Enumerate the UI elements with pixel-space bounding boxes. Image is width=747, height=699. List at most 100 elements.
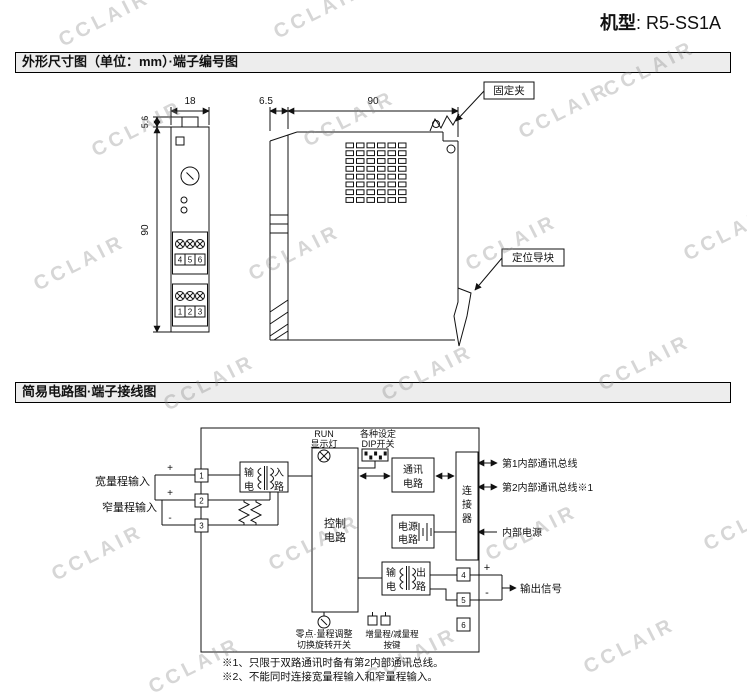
zero-span-rotary-icon	[317, 615, 331, 629]
polarity-sign: +	[484, 562, 490, 574]
front-view-drawing: 4 5 6 1 2 3 18 5.6 90	[140, 96, 210, 333]
guide-callout-label: 定位导块	[512, 251, 554, 264]
resistor-icon	[237, 500, 251, 525]
dip-switch-label: DIP开关	[361, 438, 394, 449]
side-view-drawing: 固定夹 定位导块 6.5 90	[259, 81, 565, 347]
terminal-5	[456, 592, 471, 607]
unit-boundary	[200, 427, 480, 653]
vent-slot	[356, 158, 365, 164]
vent-slot	[398, 197, 407, 203]
terminal-number: 5	[461, 596, 466, 605]
vent-slot	[366, 181, 375, 188]
vent-slot	[366, 165, 375, 172]
vent-slot	[398, 158, 407, 164]
connector-char: 连	[462, 484, 472, 497]
vent-slot	[345, 173, 354, 180]
transformer-icon	[257, 467, 262, 490]
vent-slot	[366, 173, 375, 180]
vent-slot	[366, 142, 375, 149]
vent-slot	[377, 158, 386, 164]
vent-slot	[356, 173, 365, 180]
terminal-4	[456, 567, 471, 582]
vent-slot	[356, 197, 365, 203]
vent-slot	[377, 150, 386, 157]
down-button-icon	[380, 615, 391, 626]
terminal-number: 1	[199, 472, 204, 481]
section-header-circuit: 简易电路图·端子接线图	[15, 382, 731, 403]
dim-front-depth-label: 6.5	[259, 96, 273, 107]
terminal-number: 3	[199, 522, 204, 531]
vent-slot	[356, 181, 365, 188]
vent-slot	[345, 150, 354, 157]
power-circuit-label: 电源	[398, 520, 418, 533]
terminal-number: 5	[188, 256, 193, 265]
terminal-screw-icon	[185, 239, 195, 249]
lower-terminal-block	[172, 283, 208, 327]
vent-slot	[398, 189, 407, 196]
vent-slot	[387, 197, 396, 203]
vent-slot	[377, 142, 386, 149]
vent-grid	[345, 142, 407, 203]
bus2-label: 第2内部通讯总线※1	[502, 481, 594, 494]
up-button-icon	[367, 615, 378, 626]
transformer-icon	[399, 567, 404, 590]
fixing-clip-icon	[429, 113, 460, 132]
narrow-range-input-label: 窄量程输入	[102, 500, 157, 514]
page-title: 机型: R5-SS1A	[600, 9, 721, 35]
guide-callout-box	[501, 248, 565, 267]
vent-slot	[345, 158, 354, 164]
vent-slot	[377, 189, 386, 196]
vent-slot	[387, 173, 396, 180]
section-header-dimensions: 外形尺寸图（单位：mm）·端子编号图	[15, 52, 731, 73]
terminal-number: 4	[461, 571, 466, 580]
clip-callout-box	[483, 81, 535, 100]
section-title: 外形尺寸图（单位：mm）·端子编号图	[22, 54, 238, 69]
vent-slot	[366, 150, 375, 157]
dip-setting-label: 各种设定	[360, 428, 396, 439]
zero-span-label: 零点·量程调整	[296, 628, 353, 639]
terminal-number: 2	[199, 497, 204, 506]
footnote-1: ※1、只限于双路通讯时备有第2内部通讯总线。	[222, 657, 444, 669]
output-circuit-char: 路	[416, 580, 426, 593]
vent-slot	[345, 189, 354, 196]
terminal-number: 3	[198, 308, 203, 317]
vent-slot	[366, 189, 375, 196]
input-circuit-char: 入	[274, 468, 284, 479]
vent-slot	[387, 189, 396, 196]
vent-slot	[387, 158, 396, 164]
terminal-number: 6	[461, 621, 466, 630]
led-window	[175, 136, 185, 146]
vent-slot	[377, 181, 386, 188]
vent-slot	[356, 142, 365, 149]
terminal-1	[194, 468, 209, 483]
polarity-sign: -	[168, 513, 171, 524]
terminal-screw-icon	[195, 291, 205, 301]
input-circuit-char: 路	[274, 480, 284, 493]
terminal-6	[456, 617, 471, 632]
vent-slot	[356, 189, 365, 196]
terminal-screw-icon	[195, 239, 205, 249]
vent-slot	[345, 181, 354, 188]
terminal-screw-icon	[175, 239, 185, 249]
comm-circuit-label: 电路	[403, 477, 423, 490]
wide-range-input-label: 宽量程输入	[95, 474, 150, 488]
updown-range-label: 增量程/减量程	[365, 629, 419, 639]
terminal-screw-icon	[185, 291, 195, 301]
terminal-number: 1	[178, 308, 183, 317]
terminal-number: 6	[198, 256, 203, 265]
vent-slot	[398, 150, 407, 157]
rotary-switch-label: 切换旋转开关	[297, 639, 351, 650]
terminal-2	[194, 493, 209, 508]
internal-power-label: 内部电源	[502, 526, 542, 539]
run-label: RUN	[314, 429, 334, 439]
upper-terminal-block	[172, 231, 208, 275]
dim-height-label: 90	[140, 224, 151, 236]
dim-width-label: 18	[184, 96, 196, 107]
connector-box	[455, 451, 479, 561]
vent-slot	[366, 197, 375, 203]
buttons-label: 按键	[383, 640, 401, 650]
output-circuit-char: 电	[386, 580, 396, 593]
vent-slot	[356, 165, 365, 172]
resistor-icon	[249, 500, 263, 525]
mount-hole	[446, 144, 456, 154]
